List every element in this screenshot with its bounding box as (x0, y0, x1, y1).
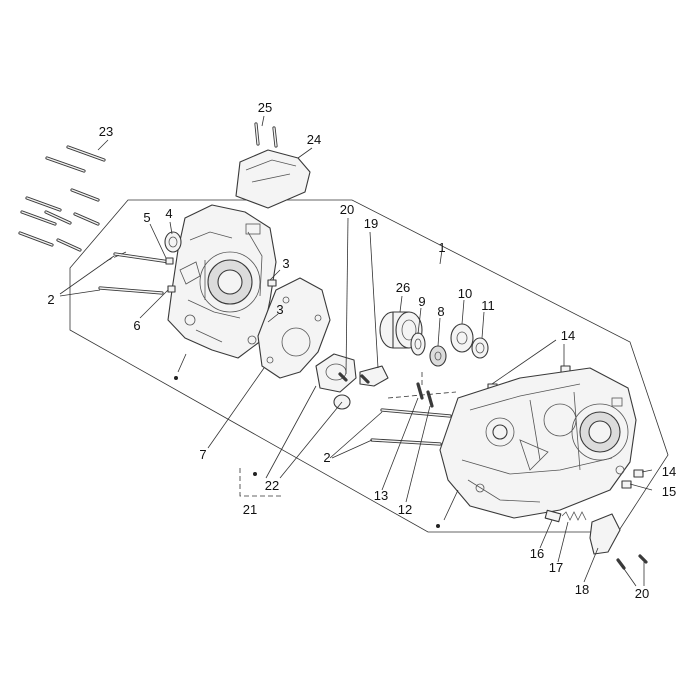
oil-seal-4 (164, 231, 182, 253)
assembly-outline (69, 199, 669, 533)
callout-2-left: 2 (47, 292, 54, 307)
screws-25 (254, 122, 278, 148)
callout-labels: 23 25 24 4 5 2 3 3 6 7 20 19 1 26 9 8 10… (47, 100, 676, 601)
right-crankcase-half (439, 367, 637, 519)
callout-15: 15 (662, 484, 676, 499)
left-crankcase-half (167, 204, 277, 359)
seal-9 (410, 332, 426, 356)
callout-4: 4 (165, 206, 172, 221)
callout-7: 7 (199, 447, 206, 462)
seal-11 (471, 337, 489, 359)
callout-14-upper: 14 (561, 328, 575, 343)
callout-17: 17 (549, 560, 563, 575)
callout-10: 10 (458, 286, 472, 301)
spring-17 (561, 511, 587, 521)
dashed-assembly-lines (103, 251, 457, 497)
bolts-20-upper (338, 372, 370, 384)
bracket-18 (589, 513, 621, 555)
sleeve-16 (544, 509, 562, 523)
callout-25: 25 (258, 100, 272, 115)
callout-22: 22 (265, 478, 279, 493)
callout-19: 19 (364, 216, 378, 231)
callout-11: 11 (481, 298, 495, 313)
dowel-pins (165, 257, 176, 293)
callout-21: 21 (243, 502, 257, 517)
callout-5: 5 (143, 210, 150, 225)
callout-9: 9 (418, 294, 425, 309)
bearing-10 (450, 323, 474, 353)
bearing-26 (379, 311, 423, 349)
callout-6: 6 (133, 318, 140, 333)
studs-2-left (98, 252, 172, 295)
callout-3-lower: 3 (276, 302, 283, 317)
callout-1: 1 (438, 240, 445, 255)
callout-23: 23 (99, 124, 113, 139)
reference-dots (174, 376, 440, 528)
callout-13: 13 (374, 488, 388, 503)
bolts-20-lower (616, 554, 648, 570)
filter-cap-22 (315, 353, 357, 410)
callout-20-upper: 20 (340, 202, 354, 217)
callout-3-upper: 3 (282, 256, 289, 271)
cover-24 (235, 149, 311, 209)
callout-12: 12 (398, 502, 412, 517)
bolt-set-23 (18, 145, 106, 252)
dowels-14-15-lower (621, 469, 644, 489)
studs-2-right (370, 408, 452, 446)
callout-16: 16 (530, 546, 544, 561)
leader-lines (59, 115, 653, 587)
callout-20-lower: 20 (635, 586, 649, 601)
callout-24: 24 (307, 132, 321, 147)
callout-2-right: 2 (323, 450, 330, 465)
callout-18: 18 (575, 582, 589, 597)
bearing-8 (429, 345, 447, 367)
callout-14-lower: 14 (662, 464, 676, 479)
callout-8: 8 (437, 304, 444, 319)
gasket-7 (257, 277, 331, 379)
callout-26: 26 (396, 280, 410, 295)
